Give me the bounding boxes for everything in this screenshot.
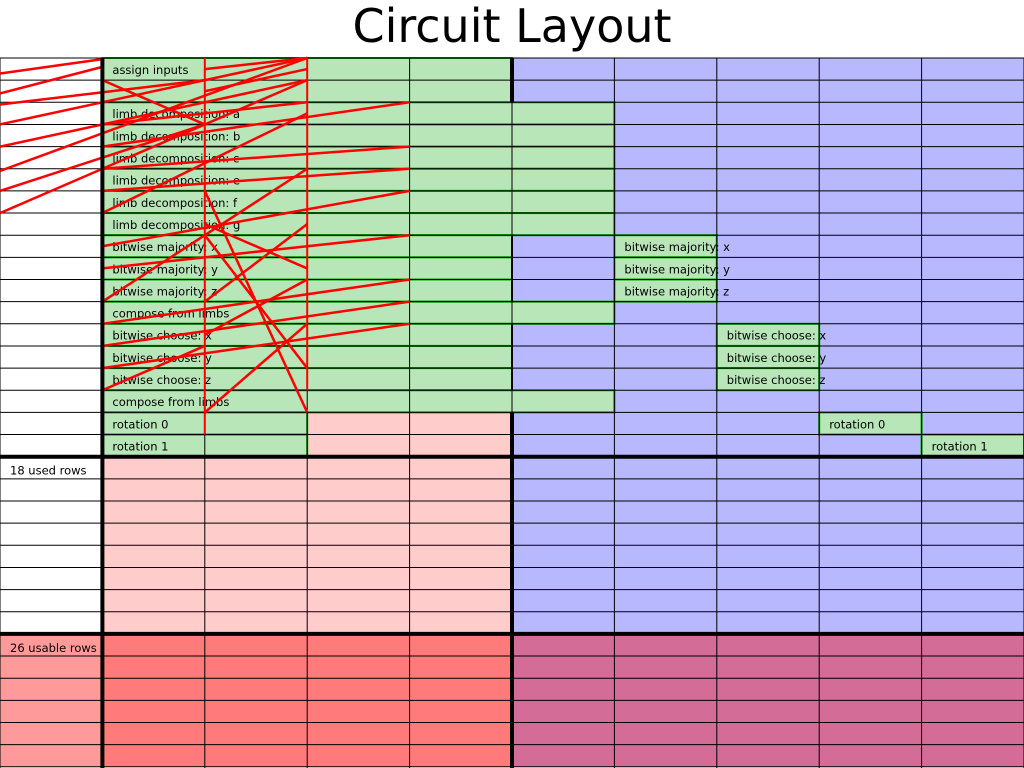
copy-constraint-line bbox=[102, 233, 410, 270]
region-label: bitwise choose: z bbox=[727, 373, 826, 387]
used-rows-label: 18 used rows bbox=[10, 464, 87, 478]
copy-constraint-line bbox=[204, 67, 308, 93]
page-title: Circuit Layout bbox=[352, 0, 672, 53]
region-label: bitwise choose: x bbox=[112, 329, 212, 343]
region-label: rotation 0 bbox=[112, 417, 168, 431]
separators bbox=[0, 58, 1024, 768]
copy-constraint-line bbox=[0, 79, 308, 215]
region-label: bitwise majority: y bbox=[112, 262, 218, 276]
copy-constraint-line bbox=[102, 189, 410, 248]
usable-rows-label: 26 usable rows bbox=[10, 641, 97, 655]
region-label: bitwise choose: y bbox=[112, 351, 212, 365]
copy-constraint-line bbox=[0, 56, 308, 173]
copy-constraint-line bbox=[204, 56, 308, 71]
copy-constraint-line bbox=[203, 190, 309, 413]
copy-constraint-line bbox=[101, 344, 206, 392]
copy-constraint-line bbox=[0, 65, 103, 95]
region-label: rotation 1 bbox=[112, 439, 168, 453]
copy-constraint-line bbox=[101, 79, 206, 126]
region-label: rotation 0 bbox=[829, 417, 885, 431]
copy-constraint-line bbox=[203, 322, 309, 414]
region-label: bitwise choose: y bbox=[727, 351, 827, 365]
region-label: assign inputs bbox=[112, 63, 188, 77]
region-label: rotation 1 bbox=[932, 439, 988, 453]
region-label: bitwise majority: z bbox=[112, 284, 217, 298]
region-label: bitwise majority: x bbox=[624, 240, 730, 254]
copy-constraint-line bbox=[102, 145, 410, 170]
region-label: bitwise majority: y bbox=[624, 262, 730, 276]
region-label: compose from limbs bbox=[112, 395, 229, 409]
copy-constraint-line bbox=[0, 57, 103, 75]
region-label: limb decomposition: f bbox=[112, 196, 238, 210]
region-label: bitwise majority: z bbox=[624, 284, 729, 298]
copy-constraint-line bbox=[102, 322, 410, 370]
copy-constraint-line bbox=[102, 300, 410, 348]
region-label: bitwise choose: x bbox=[727, 329, 827, 343]
copy-constraint-line bbox=[204, 278, 308, 336]
copy-constraint-line bbox=[204, 222, 308, 270]
copy-constraint-line bbox=[0, 56, 308, 126]
region-label: limb decomposition: g bbox=[112, 218, 240, 232]
copy-constraint-line bbox=[204, 223, 308, 303]
copy-constraints bbox=[0, 56, 410, 435]
copy-constraint-line bbox=[102, 101, 410, 148]
